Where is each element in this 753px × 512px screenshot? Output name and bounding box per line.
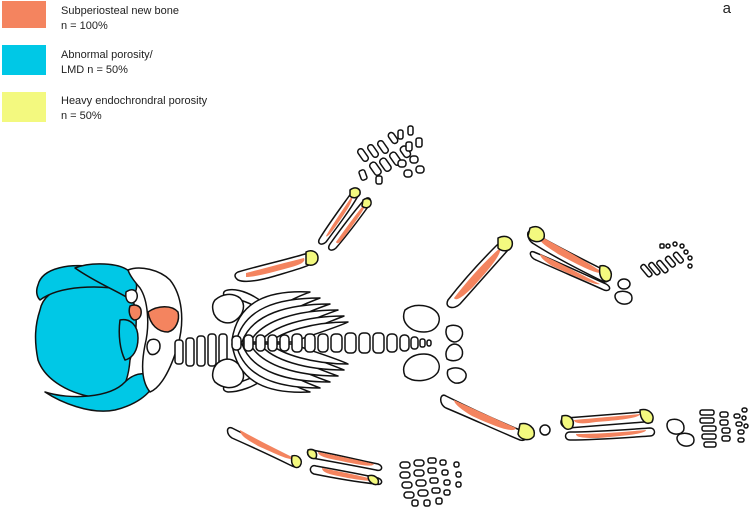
- legend-label-subperiosteal: Subperiosteal new bone: [61, 5, 180, 17]
- occipital-bone-upper: [74, 263, 138, 299]
- tibia-bottom-epiphysis-prox: [560, 414, 574, 430]
- femur-bottom-epiphysis: [517, 422, 536, 441]
- femur-top-epiphysis: [497, 235, 514, 252]
- humerus-bottom-epiphysis: [290, 454, 303, 469]
- ischium-lower: [445, 343, 464, 362]
- legend-value-subperiosteal: n = 100%: [61, 20, 108, 32]
- cervical-spine: [174, 333, 228, 367]
- leg-top: [446, 226, 633, 309]
- scapula-upper: [211, 293, 245, 324]
- tibia-top-epiphysis-dist: [598, 264, 612, 282]
- legend-swatch-subperiosteal: [2, 1, 46, 28]
- patella-bottom: [539, 424, 551, 436]
- leg-bottom: [440, 394, 695, 447]
- hand-bottom: [399, 457, 462, 507]
- talus-bottom: [666, 418, 685, 435]
- patella-top: [617, 278, 631, 290]
- ischium-upper: [445, 324, 464, 343]
- ulna-top-epiphysis: [361, 197, 372, 209]
- tibia-top-epiphysis-prox: [527, 226, 546, 243]
- sphenoid-bone: [127, 267, 183, 393]
- legend-label-porosity: Abnormal porosity/: [61, 49, 153, 61]
- radius-top-epiphysis: [349, 187, 361, 199]
- hand-top: [356, 125, 425, 185]
- upper-arm-top: [234, 187, 372, 283]
- mandible-piece: [146, 338, 161, 356]
- legend-value-endochondral: n = 50%: [61, 110, 102, 122]
- legend-swatch-porosity: [2, 45, 46, 75]
- orbit-roof: [125, 289, 138, 304]
- legend-label-endochondral: Heavy endochrondral porosity: [61, 95, 208, 107]
- foot-bottom: [699, 407, 749, 448]
- legend-swatch-endochondral: [2, 92, 46, 122]
- panel-label: a: [722, 0, 731, 17]
- petrous-region: [147, 306, 180, 333]
- legend-value-porosity: LMD n = 50%: [61, 64, 128, 76]
- upper-arm-bottom: [226, 426, 383, 486]
- talus-top: [614, 290, 633, 305]
- tibia-bottom-epiphysis-dist: [639, 408, 654, 424]
- temporal-bone: [118, 318, 139, 361]
- ilium-upper: [403, 304, 440, 333]
- skull: [34, 263, 183, 412]
- humerus-top-epiphysis: [305, 250, 319, 266]
- scapula-lower: [211, 358, 245, 389]
- ulna-bottom-epiphysis: [367, 474, 380, 486]
- calcaneus-bottom: [676, 432, 695, 447]
- spine: [231, 332, 432, 354]
- foot-top: [640, 241, 693, 278]
- ossicle-region: [128, 304, 142, 321]
- pubis-lower: [446, 367, 467, 384]
- radius-bottom-epiphysis-prox: [306, 448, 318, 460]
- ilium-lower: [403, 353, 440, 382]
